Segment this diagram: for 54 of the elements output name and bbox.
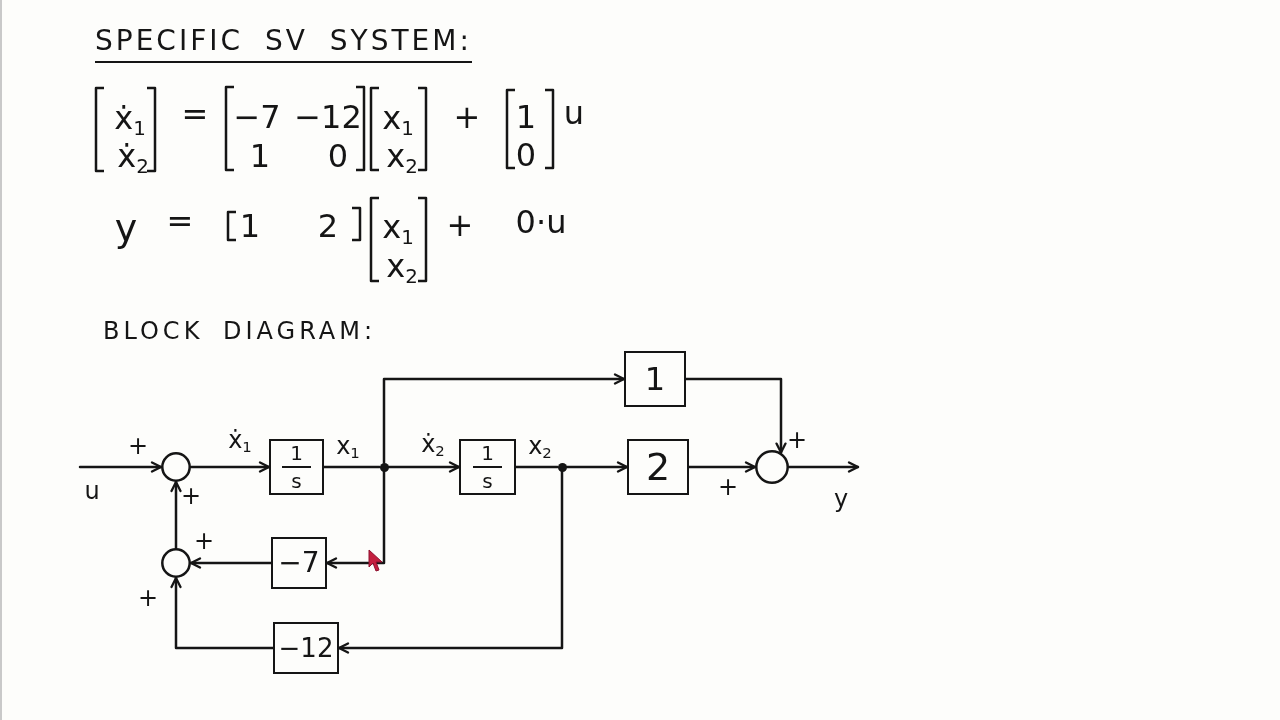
section-heading: BLOCK DIAGRAM: xyxy=(103,319,377,343)
gain-value: 1 xyxy=(644,363,666,395)
arrow xyxy=(189,557,273,569)
gain-value: −12 xyxy=(278,635,334,661)
sign-label: + xyxy=(180,484,202,508)
output-variable: y xyxy=(114,209,138,247)
fraction-numerator: 1 xyxy=(481,442,494,463)
sign-label: + xyxy=(717,475,739,499)
page-title: SPECIFIC SV SYSTEM: xyxy=(95,27,472,63)
matrix-entry: −7 xyxy=(233,101,281,133)
input-variable: u xyxy=(563,97,585,129)
sign-label: + xyxy=(127,434,149,458)
matrix-entry: −12 xyxy=(294,101,362,133)
matrix-entry: 0 xyxy=(515,139,537,171)
state-variable: ẋ$_{1}$ xyxy=(114,102,146,134)
sign-label: + xyxy=(786,428,808,452)
arrow xyxy=(189,461,271,473)
gain-block xyxy=(627,439,689,495)
arrow xyxy=(382,373,626,464)
state-variable: ẋ$_{2}$ xyxy=(117,140,149,172)
matrix-entry: 1 xyxy=(239,210,261,242)
sign-label: + xyxy=(193,529,215,553)
equals-sign: = xyxy=(166,205,194,237)
gain-block xyxy=(624,351,686,407)
state-variable: x$_{2}$ xyxy=(386,250,418,282)
plus-sign: + xyxy=(446,209,474,241)
feedthrough-term: 0·u xyxy=(515,206,567,238)
fraction-numerator: 1 xyxy=(290,442,303,463)
arrow xyxy=(787,461,860,473)
state-variable: x$_{1}$ xyxy=(382,211,414,243)
sign-label: + xyxy=(137,586,159,610)
signal-label: ẋ$_{2}$ xyxy=(421,432,445,456)
gain-block xyxy=(273,622,339,674)
arrow xyxy=(565,461,629,473)
state-variable: x$_{2}$ xyxy=(386,140,418,172)
integrator-block xyxy=(459,439,516,495)
matrix-entry: 0 xyxy=(327,140,349,172)
signal-label: ẋ$_{1}$ xyxy=(228,428,252,452)
equals-sign: = xyxy=(181,98,209,130)
matrix-entry: 1 xyxy=(249,140,271,172)
gain-value: 2 xyxy=(645,448,671,486)
arrow xyxy=(387,461,461,473)
state-variable: x$_{1}$ xyxy=(382,102,414,134)
gain-block xyxy=(271,537,327,589)
fraction-denominator: s xyxy=(482,471,493,492)
arrow xyxy=(170,480,182,550)
plus-sign: + xyxy=(453,101,481,133)
gain-value: −7 xyxy=(278,549,320,577)
matrix-entry: 2 xyxy=(317,210,339,242)
matrix-entry: 1 xyxy=(515,101,537,133)
integrator-block xyxy=(269,439,324,495)
fraction-denominator: s xyxy=(291,471,302,492)
arrow xyxy=(78,461,163,473)
arrow xyxy=(170,576,275,650)
